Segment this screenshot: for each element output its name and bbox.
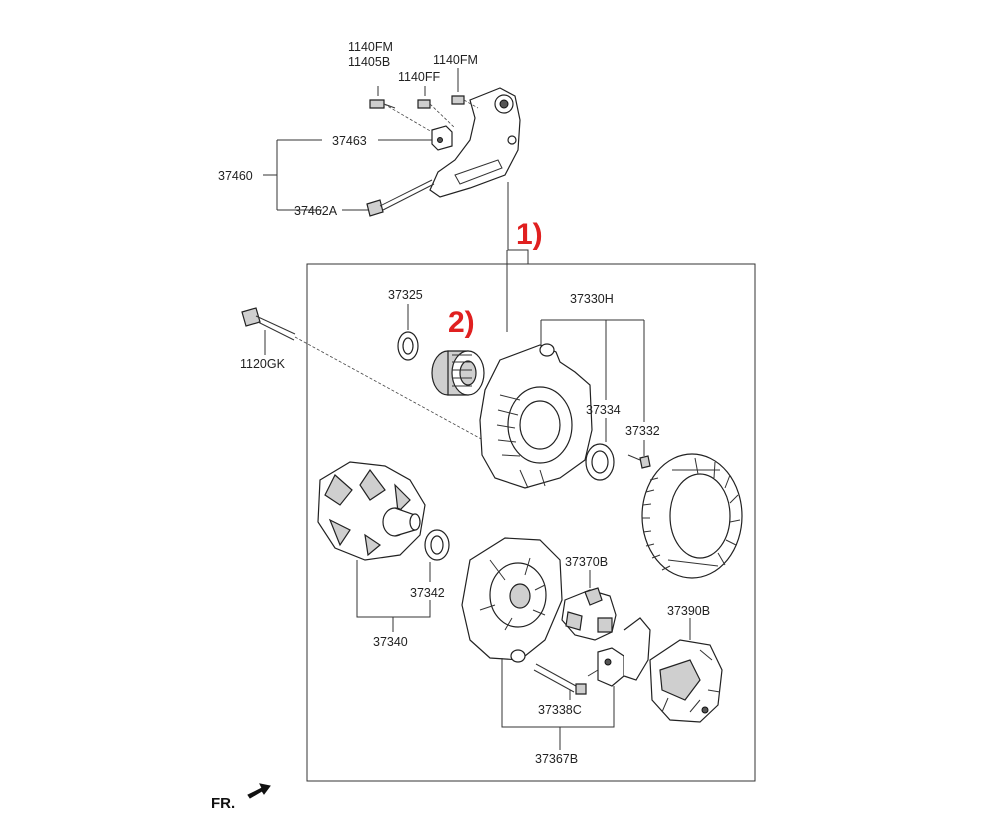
label-37462A: 37462A: [294, 204, 338, 218]
label-37370B: 37370B: [565, 555, 608, 569]
label-37340: 37340: [373, 635, 408, 649]
label-37367B: 37367B: [535, 752, 578, 766]
front-arrow-icon: [247, 783, 271, 799]
brush-holder: [561, 587, 617, 641]
rear-housing: [461, 537, 563, 663]
label-1140FM-b: 1140FM: [433, 53, 478, 67]
rear-bolt: [533, 663, 587, 695]
bracket-assembly: [366, 87, 521, 217]
label-37338C: 37338C: [538, 703, 582, 717]
label-1140FF: 1140FF: [398, 70, 441, 84]
label-11405B: 11405B: [348, 55, 390, 69]
stator: [641, 453, 743, 579]
label-37334: 37334: [586, 403, 621, 417]
regulator: [587, 617, 651, 687]
front-bearing: [585, 443, 615, 481]
pulley: [431, 350, 485, 396]
rectifier: [649, 639, 723, 723]
label-1120GK: 1120GK: [240, 357, 286, 371]
label-1140FM-a: 1140FM: [348, 40, 393, 54]
assembly-frame: [306, 263, 756, 782]
rear-bearing: [424, 529, 450, 561]
front-housing: [479, 343, 593, 489]
through-bolt: [241, 307, 506, 453]
washer: [397, 331, 419, 361]
label-37390B: 37390B: [667, 604, 710, 618]
label-37463: 37463: [332, 134, 367, 148]
rotor: [317, 461, 426, 561]
callout-2: 2): [448, 306, 475, 339]
label-37460: 37460: [218, 169, 253, 183]
label-37342: 37342: [410, 586, 445, 600]
front-direction-label: FR.: [211, 795, 235, 812]
label-37332: 37332: [625, 424, 660, 438]
label-37325: 37325: [388, 288, 423, 302]
callout-1: 1): [516, 218, 543, 251]
label-37330H: 37330H: [570, 292, 614, 306]
screw: [627, 454, 651, 469]
